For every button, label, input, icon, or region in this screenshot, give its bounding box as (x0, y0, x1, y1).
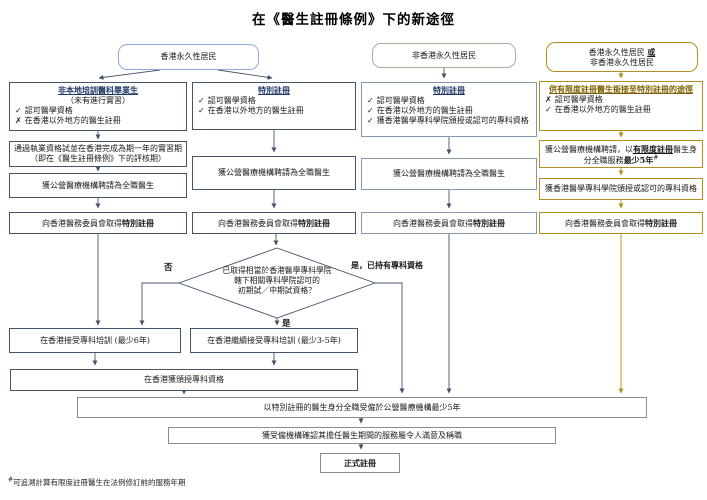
node-c1-licensing-exam: 通過執業資格試並在香港完成為期一年的實習期 （即在《醫生註冊條例》下的評核期） (9, 141, 187, 167)
node-c4-limited-registration-service: 獲公營醫療機構聘請，以有限度註冊醫生身分全職服務最少5年# (539, 140, 703, 168)
node-non-hk-permanent-resident: 非香港永久性居民 (372, 43, 516, 68)
node-awarded-specialist-qualification: 在香港獲頒授專科資格 (10, 369, 358, 391)
node-c1-header-nonlocal-graduates: 非本地培訓醫科畢業生 （未有進行實習） ✓認可醫學資格 ✗在香港以外地方的醫生註… (9, 82, 187, 131)
node-hk-permanent-resident: 香港永久性居民 (118, 44, 259, 70)
arrow-no-branch (139, 282, 179, 326)
page-title: 在《醫生註冊條例》下的新途徑 (252, 12, 455, 28)
node-c2-header-special-registration: 特別註冊 ✓認可醫學資格 ✓在香港以外地方的醫生註冊 (192, 82, 356, 130)
arrow (217, 69, 273, 80)
node-c1-special-registration: 向香港醫務委員會取得特別註冊 (9, 212, 187, 234)
node-c4-special-registration: 向香港醫務委員會取得特別註冊 (539, 212, 703, 234)
label-yes: 是 (281, 317, 292, 329)
node-c4-fellowship-qualification: 獲香港醫學專科學院頒授或認可的專科資格 (539, 178, 703, 200)
node-employed-5-years-special-registration: 以特別註冊的醫生身分全職受僱於公營醫療機構最少5年 (77, 397, 647, 418)
node-c2-special-registration: 向香港醫務委員會取得特別註冊 (192, 212, 356, 234)
arrow (98, 69, 161, 80)
check-icon: ✓ (367, 116, 374, 125)
arrow-yes-specialist (375, 282, 405, 394)
check-icon: ✓ (198, 106, 205, 115)
node-full-registration: 正式註冊 (320, 453, 400, 473)
node-specialist-training-6y: 在香港接受專科培訓 (最少6年) (9, 328, 181, 353)
node-hk-or-non-hk-resident: 香港永久性居民 或 非香港永久性居民 (546, 42, 698, 72)
node-employer-confirmation: 獲受僱機構確認其擔任醫生期間的服務屬令人滿意及稱職 (168, 427, 556, 444)
footnote: #可追溯計算有限度註冊醫生在法例修訂前的服務年期 (8, 476, 186, 487)
node-c2-public-employment: 獲公營醫療機構聘請為全職醫生 (192, 156, 356, 190)
cross-icon: ✗ (15, 116, 22, 125)
decision-intermediate-exam-question: 已取得相當於香港醫學專科學院 轄下相關專科學院認可的 初期試／中期試資格？ (222, 266, 332, 295)
node-c3-special-registration: 向香港醫務委員會取得特別註冊 (361, 212, 537, 234)
node-specialist-training-3-5y: 在香港繼續接受專科培訓 (最少3-5年) (190, 328, 358, 353)
check-icon: ✓ (198, 96, 205, 105)
node-c1-public-employment: 獲公營醫療機構聘請為全職醫生 (9, 173, 187, 198)
node-c4-header-limited-registration-bridge: 供有限度註冊醫生銜接至特別註冊的途徑 ✗認可醫學資格 ✓在香港以外地方的醫生註冊 (539, 81, 703, 131)
decision-diamond (177, 247, 377, 319)
node-c3-public-employment: 獲公營醫療機構聘請為全職醫生 (361, 158, 537, 190)
check-icon: ✓ (367, 106, 374, 115)
node-c3-header-special-registration: 特別註冊 ✓認可醫學資格 ✓在香港以外地方的醫生註冊 ✓獲香港醫學專科學院頒授或… (361, 82, 537, 137)
label-yes-specialist: 是，已持有專科資格 (350, 260, 424, 271)
check-icon: ✓ (15, 106, 22, 115)
check-icon: ✓ (545, 105, 552, 114)
check-icon: ✓ (367, 96, 374, 105)
label-no: 否 (163, 261, 174, 273)
cross-icon: ✗ (545, 95, 552, 104)
